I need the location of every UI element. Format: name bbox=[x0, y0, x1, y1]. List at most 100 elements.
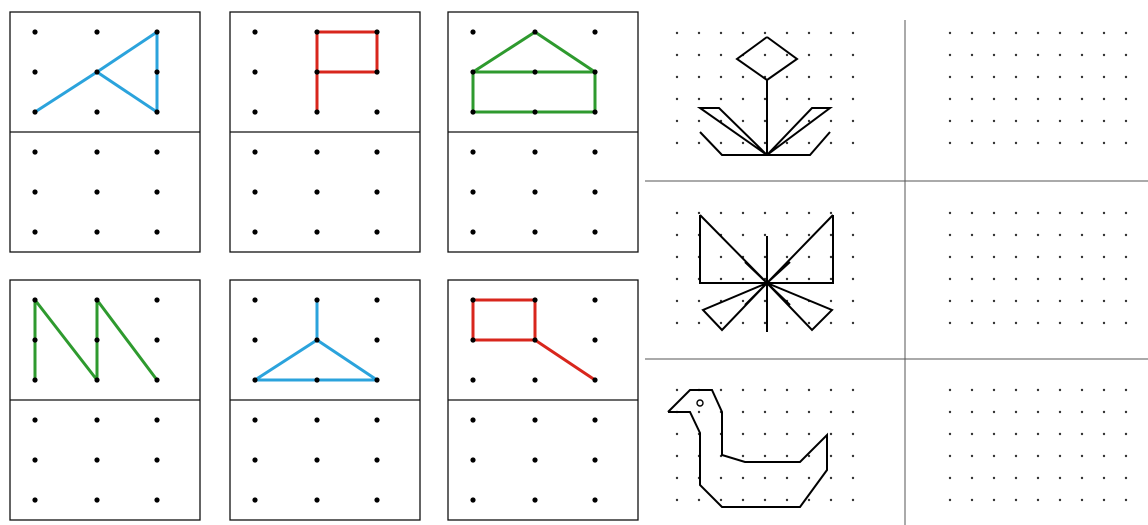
grid-dot bbox=[314, 69, 319, 74]
grid-dot bbox=[1125, 234, 1127, 236]
grid-dot bbox=[1081, 477, 1083, 479]
grid-dot bbox=[676, 76, 678, 78]
grid-dot bbox=[698, 98, 700, 100]
grid-dot bbox=[786, 212, 788, 214]
grid-dot bbox=[742, 278, 744, 280]
grid-dot bbox=[252, 417, 257, 422]
grid-dot bbox=[764, 142, 766, 144]
grid-dot bbox=[742, 499, 744, 501]
grid-dot bbox=[852, 234, 854, 236]
grid-dot bbox=[374, 149, 379, 154]
grid-dot bbox=[1059, 455, 1061, 457]
grid-dot bbox=[374, 337, 379, 342]
grid-dot bbox=[532, 189, 537, 194]
grid-dot bbox=[1059, 433, 1061, 435]
duck-eye bbox=[697, 400, 703, 406]
grid-dot bbox=[94, 189, 99, 194]
grid-dot bbox=[1081, 389, 1083, 391]
grid-dot bbox=[1081, 32, 1083, 34]
grid-dot bbox=[786, 411, 788, 413]
grid-dot bbox=[852, 411, 854, 413]
grid-dot bbox=[830, 455, 832, 457]
dot-grid bbox=[949, 389, 1127, 501]
grid-dot bbox=[374, 189, 379, 194]
grid-dot bbox=[1015, 433, 1017, 435]
grid-dot bbox=[154, 457, 159, 462]
grid-dot bbox=[154, 229, 159, 234]
grid-dot bbox=[720, 499, 722, 501]
grid-dot bbox=[786, 455, 788, 457]
grid-dot bbox=[993, 322, 995, 324]
grid-dot bbox=[1015, 120, 1017, 122]
grid-dot bbox=[808, 234, 810, 236]
grid-dot bbox=[993, 477, 995, 479]
grid-dot bbox=[1015, 54, 1017, 56]
grid-dot bbox=[971, 212, 973, 214]
grid-dot bbox=[1103, 300, 1105, 302]
grid-dot bbox=[830, 433, 832, 435]
grid-dot bbox=[949, 455, 951, 457]
grid-dot bbox=[830, 54, 832, 56]
grid-dot bbox=[786, 278, 788, 280]
grid-dot bbox=[720, 212, 722, 214]
grid-dot bbox=[32, 377, 37, 382]
grid-dot bbox=[1037, 477, 1039, 479]
grid-dot bbox=[374, 417, 379, 422]
right-panel bbox=[645, 20, 1148, 525]
grid-dot bbox=[830, 389, 832, 391]
grid-dot bbox=[1037, 256, 1039, 258]
triangle-card bbox=[10, 12, 200, 252]
grid-dot bbox=[720, 76, 722, 78]
grid-dot bbox=[676, 234, 678, 236]
grid-dot bbox=[971, 322, 973, 324]
grid-dot bbox=[698, 54, 700, 56]
grid-dot bbox=[720, 142, 722, 144]
grid-dot bbox=[808, 142, 810, 144]
grid-dot bbox=[1015, 300, 1017, 302]
grid-dot bbox=[374, 109, 379, 114]
grid-dot bbox=[1015, 389, 1017, 391]
grid-dot bbox=[949, 76, 951, 78]
grid-dot bbox=[676, 389, 678, 391]
grid-dot bbox=[993, 120, 995, 122]
grid-dot bbox=[676, 499, 678, 501]
grid-dot bbox=[32, 69, 37, 74]
grid-dot bbox=[764, 389, 766, 391]
grid-dot bbox=[720, 256, 722, 258]
grid-dot bbox=[252, 189, 257, 194]
grid-dot bbox=[1125, 322, 1127, 324]
grid-dot bbox=[742, 142, 744, 144]
grid-dot bbox=[698, 499, 700, 501]
grid-dot bbox=[786, 322, 788, 324]
grid-dot bbox=[971, 32, 973, 34]
grid-dot bbox=[676, 300, 678, 302]
zigzag-card bbox=[10, 280, 200, 520]
grid-dot bbox=[154, 69, 159, 74]
grid-dot bbox=[94, 377, 99, 382]
grid-dot bbox=[1081, 411, 1083, 413]
grid-dot bbox=[1015, 76, 1017, 78]
grid-dot bbox=[1125, 120, 1127, 122]
tripod-card bbox=[230, 280, 420, 520]
grid-dot bbox=[1015, 477, 1017, 479]
grid-dot bbox=[94, 109, 99, 114]
grid-dot bbox=[470, 229, 475, 234]
grid-dot bbox=[742, 234, 744, 236]
grid-dot bbox=[786, 433, 788, 435]
grid-dot bbox=[1015, 98, 1017, 100]
grid-dot bbox=[852, 499, 854, 501]
grid-dot bbox=[993, 433, 995, 435]
grid-dot bbox=[1037, 433, 1039, 435]
grid-dot bbox=[314, 29, 319, 34]
grid-dot bbox=[154, 109, 159, 114]
grid-dot bbox=[720, 278, 722, 280]
grid-dot bbox=[720, 98, 722, 100]
grid-dot bbox=[470, 457, 475, 462]
grid-dot bbox=[1059, 76, 1061, 78]
grid-dot bbox=[154, 297, 159, 302]
butterfly-antenna bbox=[745, 283, 767, 305]
grid-dot bbox=[698, 32, 700, 34]
grid-dot bbox=[993, 54, 995, 56]
grid-dot bbox=[94, 229, 99, 234]
